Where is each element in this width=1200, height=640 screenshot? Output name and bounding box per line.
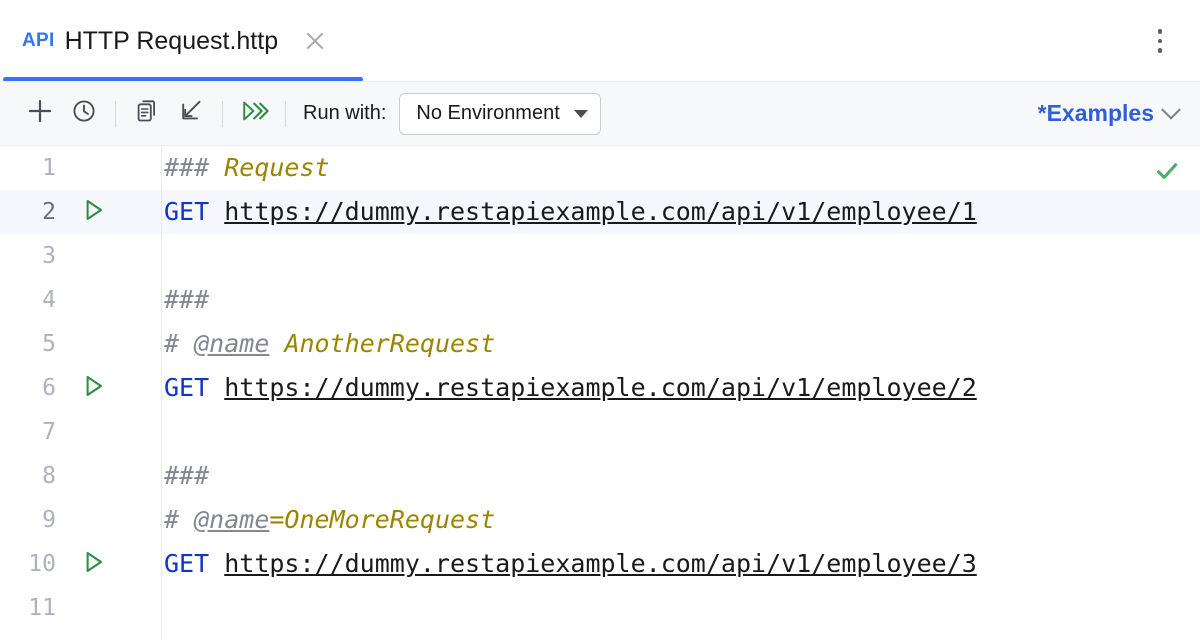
run-all-double-chevron-icon [239, 98, 269, 129]
run-all-button[interactable] [232, 92, 276, 136]
clock-icon [71, 98, 97, 129]
environment-select[interactable]: No Environment [399, 92, 601, 135]
gutter-divider [161, 146, 162, 640]
code-line[interactable]: 2 GET https://dummy.restapiexample.com/ap… [0, 190, 1200, 234]
code-text: ### [161, 278, 209, 322]
import-button[interactable] [169, 92, 213, 136]
code-text: # @name=OneMoreRequest [161, 498, 495, 542]
gutter-cell [60, 542, 161, 586]
gutter-cell [60, 454, 161, 498]
gutter-cell [60, 586, 161, 630]
token-comment: # [164, 505, 195, 534]
code-text: GET https://dummy.restapiexample.com/api… [161, 366, 977, 410]
gutter-cell [60, 234, 161, 278]
code-line[interactable]: 5 # @name AnotherRequest [0, 322, 1200, 366]
code-text: ### [161, 454, 209, 498]
token-comment: ### [164, 153, 225, 182]
token-annot: @name [194, 329, 270, 358]
plus-icon [27, 98, 53, 129]
toolbar-divider-2 [222, 100, 223, 127]
line-number: 11 [28, 595, 56, 621]
token-method: GET [164, 373, 225, 402]
examples-group-selector[interactable]: *Examples [1037, 99, 1181, 127]
editor-tab-http-request[interactable]: API HTTP Request.http [0, 0, 342, 82]
documents-icon [134, 98, 160, 129]
add-request-button[interactable] [18, 92, 62, 136]
open-log-button[interactable] [125, 92, 169, 136]
chevron-down-icon [1161, 99, 1181, 120]
gutter-cell [60, 366, 161, 410]
code-line[interactable]: 4 ### [0, 278, 1200, 322]
token-url[interactable]: https://dummy.restapiexample.com/api/v1/… [224, 197, 977, 226]
run-request-icon[interactable] [80, 196, 108, 229]
code-line[interactable]: 11 [0, 586, 1200, 630]
token-tagname: AnotherRequest [284, 329, 496, 358]
code-text: GET https://dummy.restapiexample.com/api… [161, 190, 977, 234]
more-vertical-icon[interactable] [1146, 24, 1174, 58]
line-number: 1 [42, 155, 56, 181]
code-line[interactable]: 6 GET https://dummy.restapiexample.com/ap… [0, 366, 1200, 410]
api-file-type-badge: API [22, 30, 55, 51]
code-line[interactable]: 3 [0, 234, 1200, 278]
toolbar-divider-1 [115, 100, 116, 127]
line-number: 2 [42, 199, 56, 225]
token-tagname: Request [224, 153, 330, 182]
gutter-cell [60, 190, 161, 234]
line-number: 6 [42, 375, 56, 401]
line-number: 10 [28, 551, 56, 577]
toolbar-divider-3 [285, 100, 286, 127]
token-method: GET [164, 549, 225, 578]
code-text: ### Request [161, 146, 330, 190]
line-number: 8 [42, 463, 56, 489]
editor-tab-bar: API HTTP Request.http [0, 0, 1200, 82]
http-client-toolbar: Run with: No Environment *Examples [0, 82, 1200, 146]
active-tab-indicator [3, 77, 363, 82]
code-line[interactable]: 10 GET https://dummy.restapiexample.com/a… [0, 542, 1200, 586]
gutter-cell [60, 498, 161, 542]
close-icon[interactable] [302, 28, 328, 54]
code-line[interactable]: 8 ### [0, 454, 1200, 498]
caret-down-icon [573, 109, 588, 118]
examples-group-label: *Examples [1037, 100, 1154, 126]
line-number: 5 [42, 331, 56, 357]
run-request-icon[interactable] [80, 548, 108, 581]
gutter-cell [60, 278, 161, 322]
token-url[interactable]: https://dummy.restapiexample.com/api/v1/… [224, 549, 977, 578]
token-method: GET [164, 197, 225, 226]
token-tagname: =OneMoreRequest [269, 505, 496, 534]
code-line[interactable]: 1 ### Request [0, 146, 1200, 190]
history-button[interactable] [62, 92, 106, 136]
line-number: 9 [42, 507, 56, 533]
gutter-cell [60, 146, 161, 190]
editor-tab-title: HTTP Request.http [64, 26, 279, 55]
code-line[interactable]: 7 [0, 410, 1200, 454]
gutter-cell [60, 322, 161, 366]
token-comment: # [164, 329, 195, 358]
token-url[interactable]: https://dummy.restapiexample.com/api/v1/… [224, 373, 977, 402]
line-number: 7 [42, 419, 56, 445]
code-text: # @name AnotherRequest [161, 322, 495, 366]
import-arrow-icon [178, 98, 204, 129]
line-number: 4 [42, 287, 56, 313]
green-checkmark-icon[interactable] [1152, 156, 1182, 191]
run-request-icon[interactable] [80, 372, 108, 405]
token-comment: ### [164, 285, 210, 314]
run-with-label: Run with: [303, 102, 387, 124]
code-line[interactable]: 9 # @name=OneMoreRequest [0, 498, 1200, 542]
line-number: 3 [42, 243, 56, 269]
token-comment: ### [164, 461, 210, 490]
environment-select-value: No Environment [416, 102, 560, 124]
tab-bar-divider [0, 81, 1200, 82]
token-annot: @name [194, 505, 270, 534]
gutter-cell [60, 410, 161, 454]
token-comment [269, 329, 284, 358]
code-text: GET https://dummy.restapiexample.com/api… [161, 542, 977, 586]
